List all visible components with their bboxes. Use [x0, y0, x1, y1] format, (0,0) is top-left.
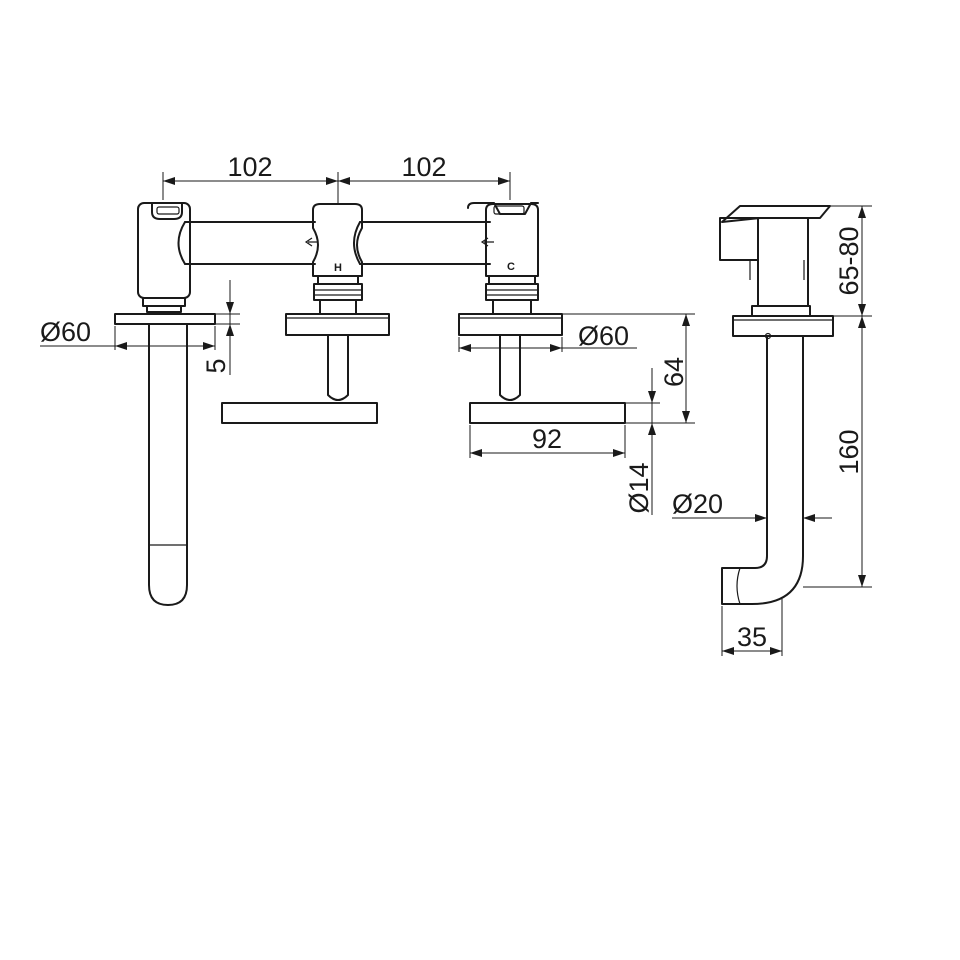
hot-mark: H [334, 262, 342, 274]
dim-spout-length: 160 [803, 316, 872, 588]
dim-flange-diameter-left-label: Ø60 [40, 317, 91, 347]
cold-mark: C [507, 261, 515, 273]
dim-handle-length-label: 92 [532, 424, 562, 454]
cold-valve: C [458, 202, 626, 424]
dim-handle-height-label: 64 [659, 357, 689, 387]
dim-handle-diameter: Ø14 [624, 368, 660, 515]
dim-spout-reach-label: 35 [737, 622, 767, 652]
dim-spout-reach: 35 [721, 598, 783, 656]
dim-handle-diameter-label: Ø14 [624, 462, 654, 513]
spout-body-front [137, 202, 191, 313]
side-view-spout [721, 335, 804, 605]
dim-flange-diameter-right: Ø60 [458, 321, 637, 352]
dim-spout-diameter: Ø20 [672, 489, 832, 522]
dim-handle-length: 92 [469, 424, 626, 458]
dim-handle-height: 64 [562, 313, 695, 424]
dim-projection-label: 65-80 [834, 226, 864, 295]
dim-flange-thickness: 5 [201, 280, 240, 375]
supply-pipe-left [177, 221, 318, 265]
dim-flange-diameter-right-label: Ø60 [578, 321, 629, 351]
dim-flange-thickness-label: 5 [201, 358, 231, 373]
spout-flange-left [114, 313, 216, 325]
dim-spacing-left-label: 102 [227, 152, 272, 182]
dim-projection: 65-80 [830, 205, 872, 317]
supply-pipe-right [353, 221, 494, 265]
dim-spout-diameter-label: Ø20 [672, 489, 723, 519]
hot-valve: H [221, 203, 390, 424]
dim-flange-diameter-left: Ø60 [40, 317, 216, 350]
spout-tube-front [148, 323, 188, 606]
dim-spout-length-label: 160 [834, 429, 864, 474]
dim-spacing-right-label: 102 [401, 152, 446, 182]
side-view-body [719, 205, 834, 340]
dim-spacing: 102 102 [162, 152, 511, 204]
